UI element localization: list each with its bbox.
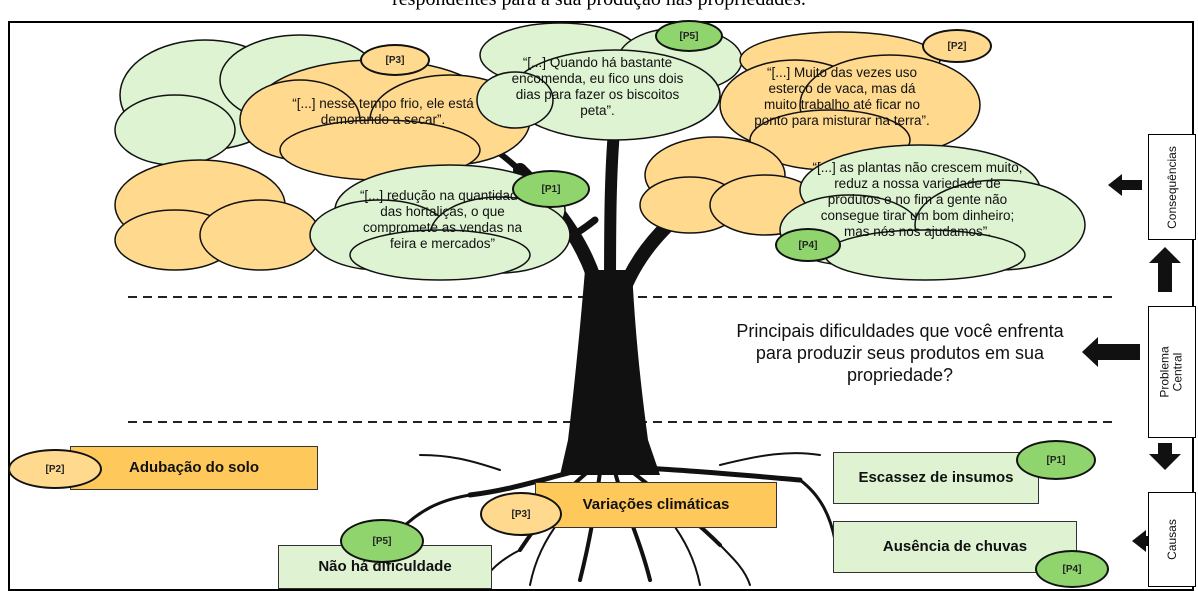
- tag-p3-quote: [P3]: [360, 44, 430, 76]
- cause-ausencia-de-chuvas: Ausência de chuvas: [833, 521, 1077, 573]
- tag-p5-cause: [P5]: [340, 519, 424, 563]
- arrow-up: [1149, 247, 1181, 292]
- cloud-p3: [239, 59, 531, 181]
- tag-p4-quote: [P4]: [775, 228, 841, 262]
- quote-p4: “[...] as plantas não crescem muito, red…: [812, 160, 1023, 239]
- cloud-p2: [719, 31, 981, 171]
- cause-adubacao-do-solo: Adubação do solo: [70, 446, 318, 490]
- cause-variacoes-climaticas: Variações climáticas: [535, 482, 777, 528]
- tag-p4-cause: [P4]: [1035, 550, 1109, 588]
- arrow-to-question: [1082, 337, 1140, 367]
- arrow-to-consequences: [1108, 174, 1142, 196]
- cloud-p1: [309, 164, 571, 281]
- arrow-down: [1149, 443, 1181, 470]
- tag-p2-quote: [P2]: [922, 29, 992, 63]
- cloud-p5: [476, 22, 743, 141]
- cloud-left-middle: [114, 159, 321, 271]
- figure-caption: respondentes para a sua produção nas pro…: [0, 0, 1198, 11]
- tag-p2-cause: [P2]: [8, 449, 102, 489]
- tag-p5-quote: [P5]: [655, 20, 723, 52]
- quote-p2: “[...] Muito das vezes uso esterco de va…: [754, 65, 930, 128]
- central-question: Principais dificuldades que você enfrent…: [736, 321, 1064, 385]
- tag-p3-cause: [P3]: [480, 492, 562, 536]
- quote-p1: “[...] redução na quantidade das hortali…: [359, 188, 526, 251]
- label-problema-central: Problema Central: [1148, 306, 1196, 438]
- label-consequencias: Consequências: [1148, 134, 1196, 240]
- quote-p5: “[...] Quando há bastante encomenda, eu …: [511, 55, 684, 118]
- tag-p1-cause: [P1]: [1016, 440, 1096, 480]
- tag-p1-quote: [P1]: [512, 170, 590, 208]
- tree-trunk: [560, 270, 660, 475]
- cause-escassez-de-insumos: Escassez de insumos: [833, 452, 1039, 504]
- quote-p3: “[...] nesse tempo frio, ele está demora…: [292, 96, 474, 127]
- side-arrows: [1082, 174, 1181, 552]
- label-causas: Causas: [1148, 492, 1196, 587]
